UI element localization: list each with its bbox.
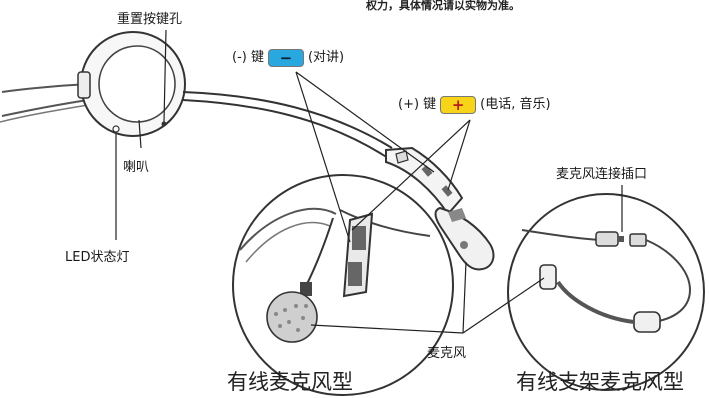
reset-hole-dot [161, 121, 167, 127]
speaker-label: 喇叭 [123, 160, 150, 175]
minus-key-button: − [267, 49, 304, 67]
reset-hole-label: 重置按键孔 [117, 12, 183, 27]
wired-mic-caption: 有线麦克风型 [227, 370, 353, 394]
minus-key-function: (对讲) [307, 50, 345, 65]
boom-mic-inset [507, 193, 705, 391]
speaker-unit [77, 31, 186, 137]
wired-boom-mic-caption: 有线支架麦克风型 [516, 370, 684, 394]
led-label: LED状态灯 [65, 250, 130, 265]
plus-key-callout: (+) 键 + (电话, 音乐) [398, 96, 551, 114]
minus-key-callout: (-) 键 − (对讲) [232, 49, 344, 67]
control-boom [385, 146, 495, 271]
minus-key-prefix: (-) 键 [232, 50, 264, 65]
leader-lines [115, 29, 623, 334]
plus-key-function: (电话, 音乐) [480, 97, 551, 112]
plus-key-button: + [440, 96, 477, 114]
mic-connector-label: 麦克风连接插口 [556, 167, 648, 182]
plus-key-prefix: (+) 键 [398, 97, 437, 112]
led-dot [112, 125, 120, 133]
top-note: 权力，具体情况请以实物为准。 [366, 0, 520, 12]
wired-mic-inset [232, 174, 454, 396]
microphone-label: 麦克风 [427, 346, 467, 361]
